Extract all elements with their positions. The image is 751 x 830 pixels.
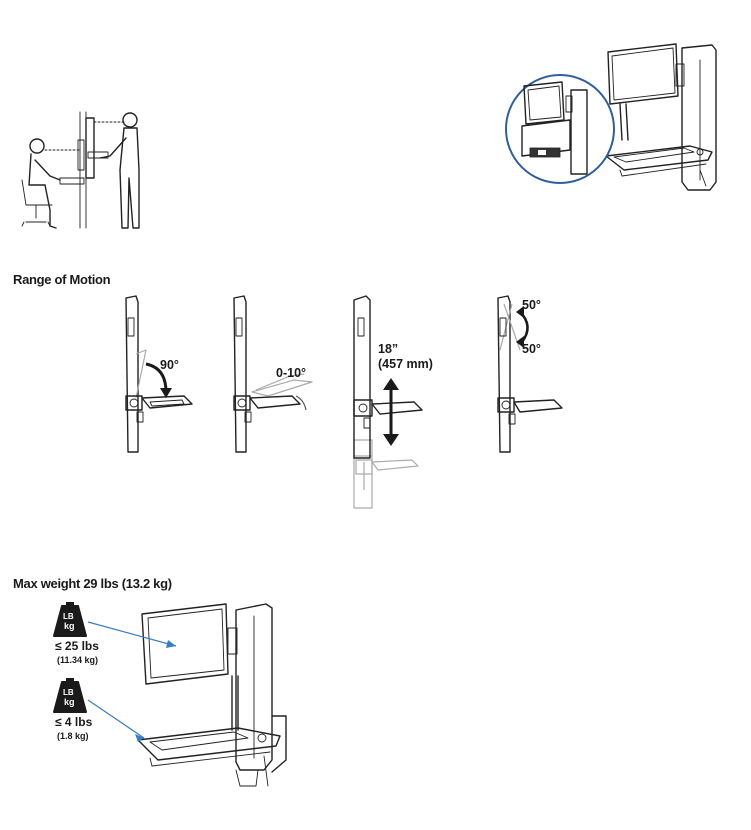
motion-label-tilt: 0-10° xyxy=(276,366,307,380)
weight-icon-monitor-lb: LB xyxy=(63,612,74,621)
motion-label-height-inches: 18” xyxy=(378,342,399,356)
weight-icon-keyboard-lb: LB xyxy=(63,688,74,697)
motion-label-height: 18” (457 mm) xyxy=(378,342,433,372)
motion-label-swivel-up: 50° xyxy=(522,298,541,312)
section-heading-range-of-motion: Range of Motion xyxy=(13,272,111,287)
weight-metric-keyboard: (1.8 kg) xyxy=(57,731,89,741)
weight-metric-monitor: (11.34 kg) xyxy=(57,655,99,665)
section-heading-max-weight: Max weight 29 lbs (13.2 kg) xyxy=(13,576,172,591)
weight-icon-monitor-kg: kg xyxy=(64,621,75,631)
weight-value-keyboard: ≤ 4 lbs xyxy=(55,715,93,729)
weight-value-monitor: ≤ 25 lbs xyxy=(55,639,99,653)
motion-label-swivel-down: 50° xyxy=(522,342,541,356)
weight-icon-keyboard-kg: kg xyxy=(64,697,75,707)
motion-label-rotate: 90° xyxy=(160,358,179,372)
motion-label-height-mm: (457 mm) xyxy=(378,357,433,371)
